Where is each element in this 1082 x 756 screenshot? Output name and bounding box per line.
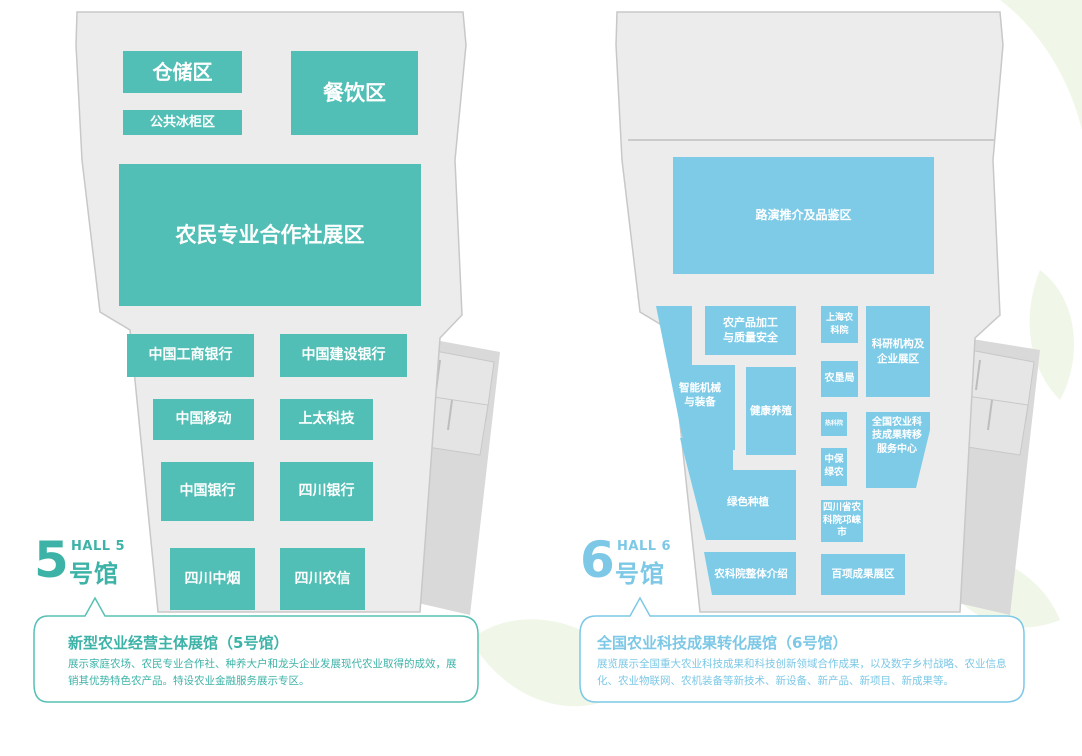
hall6-number: 6 bbox=[580, 531, 615, 589]
hall5-english-label: HALL 5 bbox=[71, 539, 126, 554]
zone-processing-quality[interactable]: 农产品加工与质量安全 bbox=[705, 306, 796, 355]
zone-healthy-breeding[interactable]: 健康养殖 bbox=[746, 367, 796, 455]
zone-green-planting[interactable]: 绿色种植 bbox=[727, 495, 769, 508]
hall6-zone-shapes bbox=[656, 306, 930, 595]
zone-public-fridge[interactable]: 公共冰柜区 bbox=[123, 110, 242, 135]
zone-shanghai-academy[interactable]: 上海农科院 bbox=[821, 306, 858, 343]
zone-icbc[interactable]: 中国工商银行 bbox=[127, 334, 254, 377]
zone-bank-of-china[interactable]: 中国银行 bbox=[161, 462, 254, 521]
hall6-info-description: 展览展示全国重大农业科技成果和科技创新领域合作成果，以及数字乡村战略、农业信息化… bbox=[597, 658, 1007, 688]
hall5-info-bubble bbox=[33, 596, 479, 703]
hall6-english-label: HALL 6 bbox=[617, 539, 672, 554]
zone-smart-machinery[interactable]: 智能机械与装备 bbox=[679, 381, 721, 408]
hall6-info-title: 全国农业科技成果转化展馆（6号馆） bbox=[597, 634, 848, 652]
zone-green-planting-shape bbox=[680, 438, 796, 540]
zone-land-bureau[interactable]: 农垦局 bbox=[821, 361, 858, 397]
zone-academy-intro[interactable]: 农科院整体介绍 bbox=[714, 567, 788, 580]
zone-research-institutions[interactable]: 科研机构及企业展区 bbox=[866, 306, 930, 397]
zone-sichuan-tobacco[interactable]: 四川中烟 bbox=[170, 548, 255, 610]
zone-china-mobile[interactable]: 中国移动 bbox=[153, 399, 254, 440]
zone-shangtai-tech[interactable]: 上太科技 bbox=[280, 399, 373, 440]
zone-sichuan-qionglai[interactable]: 四川省农科院邛崃市 bbox=[821, 500, 863, 542]
hall6-info-bubble bbox=[579, 596, 1025, 703]
zone-transfer-center[interactable]: 全国农业科技成果转移服务中心 bbox=[872, 416, 922, 455]
zone-storage[interactable]: 仓储区 bbox=[123, 51, 242, 93]
hall5-info-description: 展示家庭农场、农民专业合作社、种养大户和龙头企业发展现代农业取得的成效，展销其优… bbox=[68, 658, 457, 688]
zone-transfer-center-shape bbox=[866, 412, 930, 488]
hall5-number: 5 bbox=[34, 531, 69, 589]
zone-sichuan-rural-credit[interactable]: 四川农信 bbox=[280, 548, 365, 610]
zone-sichuan-bank[interactable]: 四川银行 bbox=[280, 462, 373, 521]
zone-dining[interactable]: 餐饮区 bbox=[291, 51, 418, 135]
zone-tropical-academy[interactable]: 热科院 bbox=[821, 412, 847, 436]
zone-zhongbao-green[interactable]: 中保绿农 bbox=[821, 448, 847, 486]
zone-roadshow[interactable]: 路演推介及品鉴区 bbox=[673, 157, 934, 274]
hall5-info-title: 新型农业经营主体展馆（5号馆） bbox=[68, 634, 289, 652]
zone-smart-machinery-shape bbox=[656, 306, 735, 450]
hall5-chinese-label: 号馆 bbox=[69, 560, 119, 588]
zone-farmer-coop[interactable]: 农民专业合作社展区 bbox=[119, 164, 421, 306]
zone-hundred-achievements[interactable]: 百项成果展区 bbox=[821, 554, 905, 595]
zone-academy-intro-shape bbox=[704, 552, 796, 595]
zone-ccb[interactable]: 中国建设银行 bbox=[280, 334, 407, 377]
hall6-chinese-label: 号馆 bbox=[615, 560, 665, 588]
